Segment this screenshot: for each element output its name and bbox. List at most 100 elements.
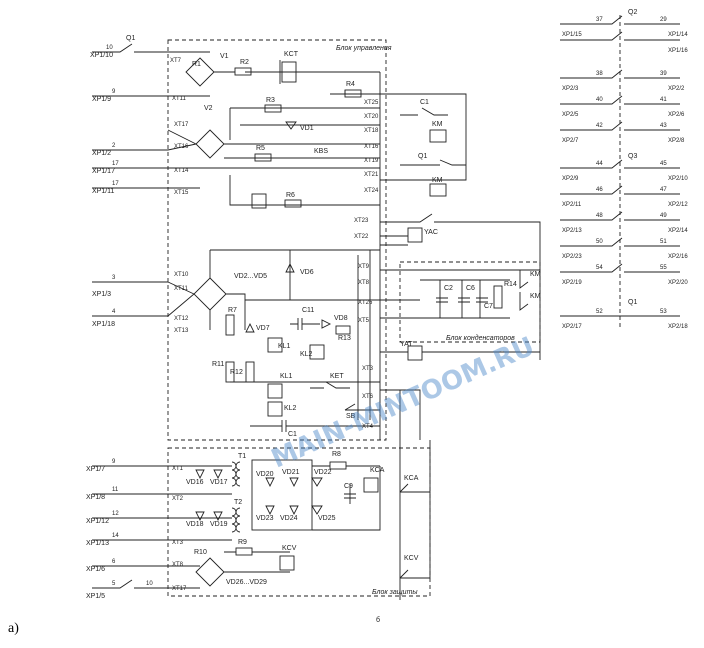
xt-label: XT15: [174, 190, 189, 196]
capacitor-block-wiring: [380, 269, 540, 319]
wire-number: 17: [112, 161, 119, 167]
switch-label: Q2: [628, 9, 637, 16]
wire-number: 17: [112, 181, 119, 187]
terminal-label: XP2/17: [562, 324, 582, 330]
component-label: KL1: [280, 373, 293, 380]
wire-number: 10: [106, 45, 113, 51]
wire-number: 6: [112, 559, 116, 565]
terminal-label: XP1/16: [668, 48, 688, 54]
component-label: YAT: [400, 341, 413, 348]
xt-label: XT26: [358, 300, 373, 306]
component-label: V2: [204, 105, 213, 112]
xt-label: XT25: [364, 100, 379, 106]
wire-number: 11: [112, 487, 119, 493]
component-label: VD20: [256, 471, 274, 478]
terminal-label: XP1/5: [86, 593, 105, 600]
xt-label: XT6: [362, 394, 374, 400]
wire-number: 55: [660, 265, 667, 271]
wire-number: 47: [660, 187, 667, 193]
xt-label: XT3: [172, 540, 184, 546]
component-label: Q1: [418, 153, 427, 160]
component-label: C9: [344, 483, 353, 490]
xt-label: XT17: [174, 122, 189, 128]
left-terminal-labels: XP1/10 XP1/9 XP1/2 XP1/17 XP1/11 XP1/3 X…: [86, 52, 115, 600]
terminal-label: XP2/23: [562, 254, 582, 260]
wire-number: 44: [596, 161, 603, 167]
component-label: R13: [338, 335, 351, 342]
xt-label: XT23: [354, 218, 369, 224]
component-labels: Q1 V1 R1 R2 KCT V2 R3 VD1 R4 R5 KBS R6 C…: [126, 35, 541, 586]
wire-number: 52: [596, 309, 603, 315]
wire-number: 54: [596, 265, 603, 271]
control-block-wiring: [167, 51, 541, 600]
wire-number: 40: [596, 97, 603, 103]
wire-number: 48: [596, 213, 603, 219]
component-label: C2: [444, 285, 453, 292]
wire-number: 5: [112, 581, 116, 587]
left-wire-numbers: 10 9 2 17 17 3 4 9 11 12 14 6 5 10: [106, 45, 153, 587]
component-label: R5: [256, 145, 265, 152]
xt-label: XT3: [362, 366, 374, 372]
component-label: R4: [346, 81, 355, 88]
xt-label: XT2: [172, 496, 184, 502]
xt-label: XT16: [364, 144, 379, 150]
component-label: R12: [230, 369, 243, 376]
wire-number: 50: [596, 239, 603, 245]
terminal-label: XP2/19: [562, 280, 582, 286]
xt-label: XT8: [358, 280, 370, 286]
terminal-label: XP2/20: [668, 280, 688, 286]
terminal-label: XP1/18: [92, 321, 115, 328]
component-label: R10: [194, 549, 207, 556]
xt-label: XT10: [174, 272, 189, 278]
component-label: KL2: [284, 405, 297, 412]
xt-label: XT20: [364, 114, 379, 120]
sheet-mark: б: [376, 616, 380, 624]
wire-number: 41: [660, 97, 667, 103]
terminal-label: XP1/11: [92, 188, 115, 195]
terminal-label: XP1/3: [92, 291, 111, 298]
protection-block-title: Блок защиты: [372, 589, 418, 596]
terminal-label: XP2/11: [562, 202, 582, 208]
xt-label: XT14: [174, 168, 189, 174]
component-label: KCV: [404, 555, 419, 562]
component-label: T2: [234, 499, 242, 506]
component-label: R1: [192, 61, 201, 68]
terminal-label: XP1/9: [92, 96, 111, 103]
component-label: KET: [330, 373, 344, 380]
xt-label: XT18: [364, 128, 379, 134]
terminal-label: XP2/9: [562, 176, 579, 182]
xt-label: XT24: [364, 188, 379, 194]
terminal-label: XP2/7: [562, 138, 579, 144]
wire-number: 39: [660, 71, 667, 77]
terminal-label: XP2/14: [668, 228, 688, 234]
terminal-label: XP1/8: [86, 494, 105, 501]
terminal-label: XP1/17: [92, 168, 115, 175]
xt-label: XT4: [362, 424, 374, 430]
capacitor-block-title: Блок конденсаторов: [446, 334, 515, 342]
component-label: KM: [530, 271, 541, 278]
terminal-label: XP1/6: [86, 566, 105, 573]
component-label: KM: [530, 293, 541, 300]
component-label: VD17: [210, 479, 228, 486]
wire-number: 42: [596, 123, 603, 129]
terminal-label: XP1/7: [86, 466, 105, 473]
wire-number: 9: [112, 459, 116, 465]
wire-number: 37: [596, 17, 603, 23]
component-label: VD7: [256, 325, 270, 332]
control-block-outline: [167, 39, 387, 441]
component-label: R6: [286, 192, 295, 199]
xt-terminal-labels: XT7 XT11 XT17 XT16 XT14 XT15 XT10 XT11 X…: [170, 58, 379, 592]
wire-number: 51: [660, 239, 667, 245]
xt-label: XT1: [172, 466, 184, 472]
component-label: C7: [484, 303, 493, 310]
component-label: C1: [288, 431, 297, 438]
xt-label: XT16: [174, 144, 189, 150]
component-label: C11: [302, 307, 314, 314]
component-label: KCV: [282, 545, 297, 552]
component-label: KCT: [284, 51, 299, 58]
wire-number: 12: [112, 511, 119, 517]
wire-number: 14: [112, 533, 119, 539]
component-label: T1: [238, 453, 246, 460]
capacitor-block-outline: [399, 261, 541, 343]
